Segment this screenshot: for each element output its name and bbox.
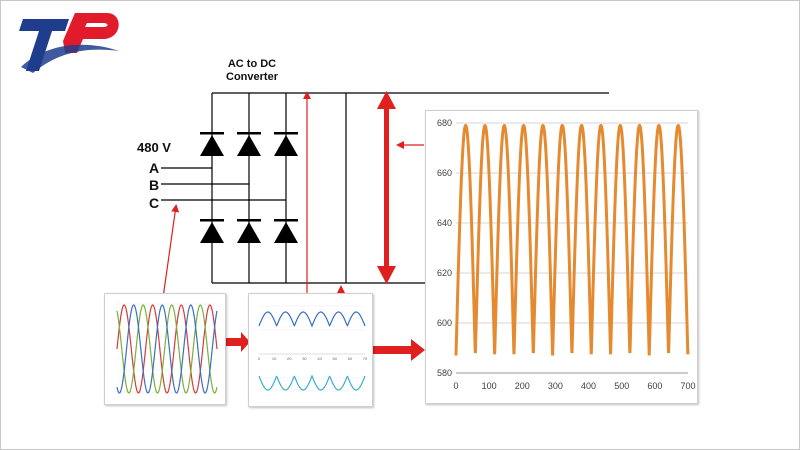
- x-tick-label: 200: [515, 381, 530, 391]
- x-tick-label: 0: [453, 381, 458, 391]
- input-voltage-label: 480 V: [137, 140, 171, 155]
- diode-lower-2: [237, 219, 261, 243]
- converter-title-line2: Converter: [226, 71, 278, 83]
- x-tick-label: 500: [614, 381, 629, 391]
- x-tick-label: 70: [363, 356, 368, 361]
- x-tick-label: 300: [548, 381, 563, 391]
- diode-lower-1: [200, 219, 224, 243]
- y-tick-label: 620: [437, 268, 452, 278]
- logo-p-shape: [63, 13, 119, 53]
- phase-series: [116, 304, 218, 394]
- diode-upper-3: [274, 132, 298, 156]
- x-tick-label: 600: [647, 381, 662, 391]
- x-tick-label: 50: [332, 356, 337, 361]
- x-tick-label: 700: [680, 381, 695, 391]
- brand-logo: [19, 13, 119, 73]
- converter-title-line1: AC to DC: [227, 58, 277, 70]
- diode-upper-2: [237, 132, 261, 156]
- x-tick-label: 40: [317, 356, 322, 361]
- phase-a-label: A: [149, 160, 160, 176]
- arrow-input-to-rectified: [226, 332, 250, 352]
- x-tick-label: 10: [272, 356, 277, 361]
- rail-series: [258, 374, 366, 391]
- x-tick-label: 60: [348, 356, 353, 361]
- three-phase-plot: [116, 303, 218, 394]
- rectified-rails-chart: 0 10 20 30 40 50 60 70: [248, 293, 373, 407]
- phase-c-label: C: [149, 195, 160, 211]
- logo-t-shape: [19, 19, 69, 71]
- diode-upper-1: [200, 132, 224, 156]
- converter-title: AC to DC Converter: [197, 58, 307, 84]
- x-tick-label: 30: [302, 356, 307, 361]
- three-phase-input-chart: [104, 293, 226, 405]
- y-tick-label: 580: [437, 368, 452, 378]
- x-tick-label: 100: [482, 381, 497, 391]
- x-tick-label: 0: [258, 356, 261, 361]
- y-tick-label: 680: [437, 118, 452, 128]
- y-tick-label: 640: [437, 218, 452, 228]
- y-tick-label: 660: [437, 168, 452, 178]
- arrow-rectified-to-dc: [373, 339, 425, 361]
- diode-lower-3: [274, 219, 298, 243]
- x-tick-label: 400: [581, 381, 596, 391]
- dc-output-series: [454, 123, 690, 356]
- phase-b-label: B: [149, 177, 160, 193]
- dc-output-chart: 580 600 620 640 660 680 0 100 200 300 400 500 600 700: [425, 110, 698, 404]
- logo-swoosh: [21, 44, 119, 73]
- arrow-input-to-phase-c: [162, 204, 180, 299]
- dc-voltage-double-arrow: [377, 91, 396, 284]
- rectified-rails-plot: 0 10 20 30 40 50 60 70: [258, 305, 368, 391]
- y-tick-label: 600: [437, 318, 452, 328]
- rail-series: [258, 311, 366, 328]
- x-tick-label: 20: [287, 356, 292, 361]
- dc-output-plot: 580 600 620 640 660 680 0 100 200 300 400 500 600 700: [437, 118, 696, 391]
